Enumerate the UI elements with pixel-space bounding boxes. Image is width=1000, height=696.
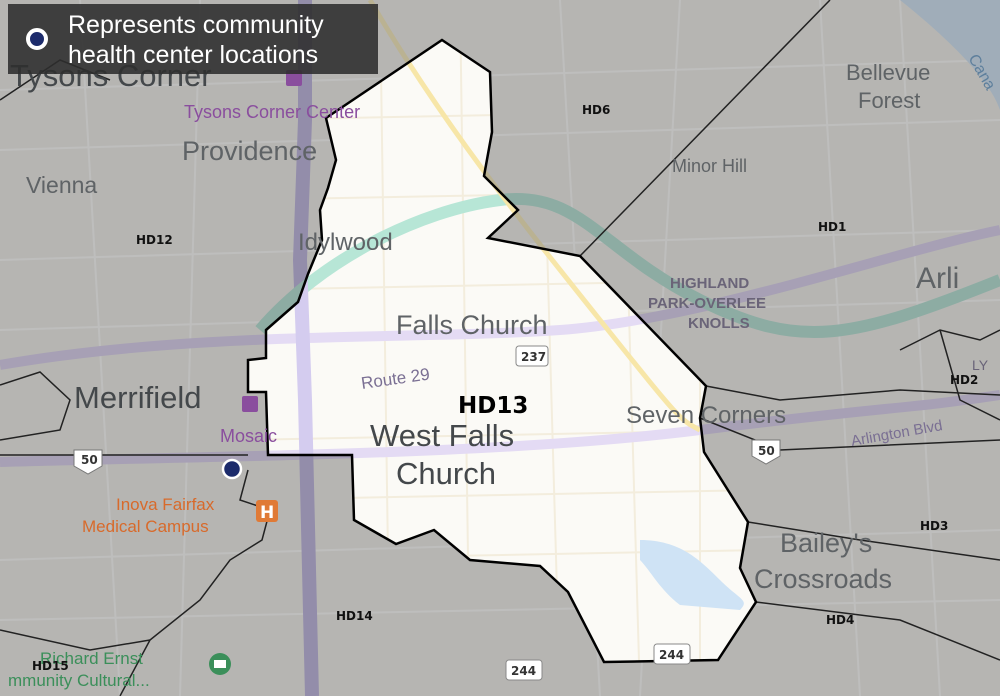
label-hd14: HD14 — [336, 609, 373, 623]
label-highland: HIGHLAND — [670, 275, 749, 292]
label-tysons-corner-center: Tysons Corner Center — [184, 102, 360, 122]
label-bellevue: Bellevue — [846, 60, 930, 85]
label-park-overlee: PARK-OVERLEE — [648, 295, 766, 312]
legend-text-line1: Represents community — [68, 11, 324, 39]
svg-text:244: 244 — [511, 664, 536, 678]
label-arlington: Arli — [916, 262, 959, 295]
shield-237: 237 — [515, 345, 549, 367]
shopping-bag-icon — [242, 70, 302, 412]
label-hd6: HD6 — [582, 103, 610, 117]
svg-text:H: H — [260, 503, 274, 523]
label-inova-2: Medical Campus — [82, 517, 209, 536]
label-minor-hill: Minor Hill — [672, 156, 747, 176]
label-hd15: HD15 — [32, 659, 69, 673]
label-richard-ernst-2: mmunity Cultural... — [8, 671, 150, 690]
shield-244-a: 244 — [505, 659, 543, 681]
legend-text-line2: health center locations — [68, 41, 319, 69]
label-hd2: HD2 — [950, 373, 978, 387]
shield-50-west: 50 — [73, 449, 103, 475]
svg-text:50: 50 — [81, 453, 98, 467]
shield-244-b: 244 — [653, 643, 691, 665]
hd13-boundary — [246, 38, 758, 664]
label-idylwood: Idylwood — [298, 229, 393, 256]
health-center-marker[interactable] — [221, 458, 243, 480]
museum-icon — [209, 653, 231, 675]
svg-text:237: 237 — [521, 350, 546, 364]
label-knolls: KNOLLS — [688, 315, 750, 332]
label-forest: Forest — [858, 88, 920, 113]
legend-box: Represents community health center locat… — [8, 4, 378, 74]
label-baileys: Bailey's — [780, 528, 872, 558]
label-hd1: HD1 — [818, 220, 846, 234]
label-providence: Providence — [182, 136, 317, 166]
shield-50-east: 50 — [751, 439, 781, 465]
label-west-falls-1: West Falls — [370, 418, 514, 453]
svg-text:244: 244 — [659, 648, 684, 662]
label-west-falls-2: Church — [396, 456, 496, 491]
label-mosaic: Mosaic — [220, 426, 277, 446]
label-crossroads: Crossroads — [754, 564, 892, 594]
svg-text:50: 50 — [758, 444, 775, 458]
label-richard-ernst-1: Richard Ernst — [40, 649, 143, 668]
label-seven-corners: Seven Corners — [626, 402, 786, 429]
label-vienna: Vienna — [26, 172, 97, 198]
label-hd3: HD3 — [920, 519, 948, 533]
label-falls-church: Falls Church — [396, 310, 548, 340]
hospital-icon: H — [256, 500, 278, 523]
label-hd13: HD13 — [458, 393, 528, 419]
label-hd4: HD4 — [826, 613, 854, 627]
label-ly: LY — [972, 357, 989, 373]
legend-marker-icon — [26, 28, 48, 50]
label-hd12: HD12 — [136, 233, 173, 247]
label-merrifield: Merrifield — [74, 380, 201, 415]
label-inova-1: Inova Fairfax — [116, 495, 215, 514]
